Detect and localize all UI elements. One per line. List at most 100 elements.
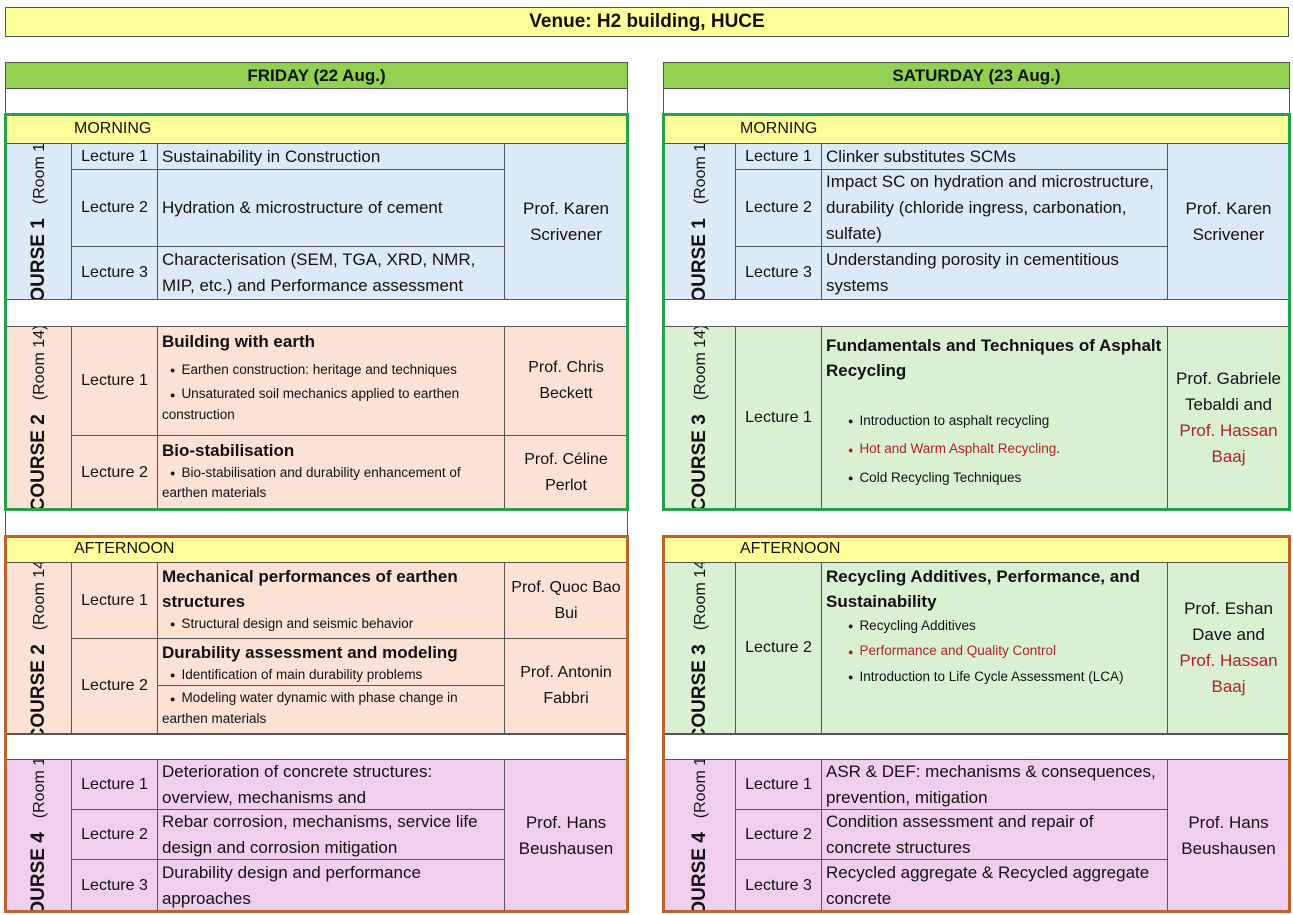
- topic: Bio-stabilisation Bio-stabilisation and …: [158, 436, 504, 509]
- professor-name: Prof. Gabriele Tebaldi and: [1176, 369, 1281, 414]
- course-name: COURSE 3: [688, 414, 710, 510]
- course-name: COURSE 1: [27, 217, 49, 300]
- course-room: (Room 14): [691, 327, 709, 401]
- course-name: COURSE 2: [27, 644, 49, 734]
- topic-bullet: Introduction to asphalt recycling: [826, 411, 1163, 431]
- lecture-label: Lecture 2: [736, 810, 821, 860]
- topic-bullet: Structural design and seismic behavior: [162, 614, 500, 634]
- friday-afternoon-label: AFTERNOON: [5, 536, 628, 563]
- topic-title: Bio-stabilisation: [162, 441, 295, 460]
- lecture-label: Lecture 3: [81, 264, 148, 281]
- lecture-label: Lecture 3: [745, 264, 812, 281]
- lecture-label: Lecture 3: [81, 877, 148, 894]
- course-room: (Room 14): [30, 327, 48, 401]
- friday-header: FRIDAY (22 Aug.): [5, 62, 628, 89]
- spacer-row: [5, 511, 628, 535]
- course-room: (Room 14): [30, 563, 48, 631]
- lecture-label: Lecture 1: [72, 327, 157, 436]
- topic: Mechanical performances of earthen struc…: [158, 563, 504, 639]
- spacer-row: [663, 299, 1290, 327]
- topic-title: Building with earth: [162, 332, 315, 351]
- topic: Rebar corrosion, mechanisms, service lif…: [158, 810, 504, 860]
- lecture-column: Lecture 1 Lecture 2 Lecture 3: [736, 760, 822, 913]
- course-room: (Room 13): [691, 760, 709, 819]
- lecture-label: Lecture 2: [72, 810, 157, 860]
- topic: Sustainability in Construction: [158, 144, 504, 170]
- topic-column: Clinker substitutes SCMs Impact SC on hy…: [822, 144, 1168, 300]
- lecture-label: Lecture 1: [745, 409, 812, 426]
- topic: Recycling Additives, Performance, and Su…: [822, 563, 1167, 733]
- course-label: COURSE 4(Room 13): [6, 760, 72, 913]
- lecture-label: Lecture 2: [736, 170, 821, 247]
- topic-bullet: Identification of main durability proble…: [158, 665, 504, 687]
- friday-blank-row: [5, 89, 628, 114]
- topic: Durability assessment and modeling Ident…: [158, 639, 504, 733]
- lecture-label: Lecture 3: [745, 877, 812, 894]
- friday-course2-afternoon: COURSE 2 (Room 14) Lecture 1 Lecture 2 Me…: [5, 563, 628, 734]
- topic-bullet: Hot and Warm Asphalt Recycling: [840, 441, 1056, 456]
- topic-bullet: Recycling Additives: [826, 616, 1163, 636]
- professor-column: Prof. Chris Beckett Prof. Céline Perlot: [505, 327, 627, 510]
- professor-name: Prof. Eshan Dave and: [1184, 599, 1273, 644]
- course-name: COURSE 4: [27, 832, 49, 913]
- friday-course2-morning: COURSE 2 (Room 14) Lecture 1 Lecture 2 Bu…: [5, 327, 628, 510]
- topic: Building with earth Earthen construction…: [158, 327, 504, 436]
- topic-title: Durability assessment and modeling: [162, 643, 458, 662]
- lecture-label: Lecture 1: [72, 760, 157, 810]
- lecture-column: Lecture 1 Lecture 2: [72, 563, 158, 734]
- topic-column: Building with earth Earthen construction…: [158, 327, 505, 510]
- lecture-label: Lecture 1: [72, 563, 157, 639]
- topic-bullet: Unsaturated soil mechanics applied to ea…: [162, 384, 500, 424]
- topic-bullet: Modeling water dynamic with phase change…: [162, 688, 500, 728]
- saturday-afternoon-label: AFTERNOON: [663, 536, 1290, 563]
- lecture-label: Lecture 1: [736, 144, 821, 170]
- topic: Fundamentals and Techniques of Asphalt R…: [822, 327, 1167, 509]
- lecture-column: Lecture 1 Lecture 2 Lecture 3: [72, 760, 158, 913]
- saturday-header: SATURDAY (23 Aug.): [663, 62, 1290, 89]
- course-label: COURSE 2 (Room 14): [6, 563, 72, 734]
- topic-column: Recycling Additives, Performance, and Su…: [822, 563, 1168, 734]
- bullet-suffix: .: [1056, 441, 1061, 457]
- topic-column: Sustainability in Construction Hydration…: [158, 144, 505, 300]
- friday-course4: COURSE 4(Room 13) Lecture 1 Lecture 2 Le…: [5, 760, 628, 913]
- topic-bullet: Bio-stabilisation and durability enhance…: [162, 463, 500, 503]
- professor: Prof. Hans Beushausen: [1168, 760, 1289, 913]
- topic: Deterioration of concrete structures: ov…: [158, 760, 504, 810]
- professor-column: Prof. Quoc Bao Bui Prof. Antonin Fabbri: [505, 563, 627, 734]
- course-label: COURSE 1(Room 13): [6, 144, 72, 300]
- professor: Prof. Céline Perlot: [524, 450, 608, 494]
- topic: Recycled aggregate & Recycled aggregate …: [826, 863, 1150, 908]
- topic: Characterisation (SEM, TGA, XRD, NMR, MI…: [162, 250, 476, 295]
- course-name: COURSE 1: [688, 217, 710, 300]
- lecture-label: Lecture 2: [81, 463, 148, 481]
- course-label: COURSE 3 (Room 14): [664, 563, 736, 734]
- topic-bullet: Introduction to Life Cycle Assessment (L…: [826, 667, 1163, 687]
- course-name: COURSE 2: [27, 414, 49, 510]
- topic-bullet: Earthen construction: heritage and techn…: [162, 360, 500, 380]
- topic-column: Deterioration of concrete structures: ov…: [158, 760, 505, 913]
- topic-title: Fundamentals and Techniques of Asphalt R…: [826, 336, 1162, 380]
- saturday-course3-afternoon: COURSE 3(Room 14) Lecture 2 Recycling Ad…: [663, 563, 1290, 734]
- topic: Clinker substitutes SCMs: [822, 144, 1167, 170]
- professor-name: Prof. Hassan Baaj: [1179, 421, 1278, 466]
- venue-banner: Venue: H2 building, HUCE: [5, 7, 1289, 37]
- professor-name: Prof. Hassan Baaj: [1179, 651, 1278, 696]
- professor: Prof. Karen Scrivener: [505, 144, 627, 300]
- topic-title: Recycling Additives, Performance, and Su…: [826, 567, 1140, 611]
- professor: Prof. Antonin Fabbri: [520, 664, 612, 707]
- topic-column: Fundamentals and Techniques of Asphalt R…: [822, 327, 1168, 510]
- lecture-label: Lecture 2: [81, 677, 148, 694]
- professor: Prof. Gabriele Tebaldi and Prof. Hassan …: [1168, 327, 1289, 510]
- lecture-label: Lecture 2: [72, 170, 157, 247]
- topic: Understanding porosity in cementitious s…: [826, 250, 1119, 295]
- course-room: (Room 14): [691, 563, 709, 631]
- professor: Prof. Chris Beckett: [505, 327, 627, 436]
- saturday-morning-label: MORNING: [663, 114, 1290, 144]
- topic-column: Mechanical performances of earthen struc…: [158, 563, 505, 734]
- professor: Prof. Eshan Dave and Prof. Hassan Baaj: [1168, 563, 1289, 734]
- saturday-course4: COURSE 4(Room 13) Lecture 1 Lecture 2 Le…: [663, 760, 1290, 913]
- course-name: COURSE 3: [688, 644, 710, 734]
- professor: Prof. Hans Beushausen: [505, 760, 627, 913]
- spacer-row: [663, 734, 1290, 760]
- topic: Hydration & microstructure of cement: [158, 170, 504, 247]
